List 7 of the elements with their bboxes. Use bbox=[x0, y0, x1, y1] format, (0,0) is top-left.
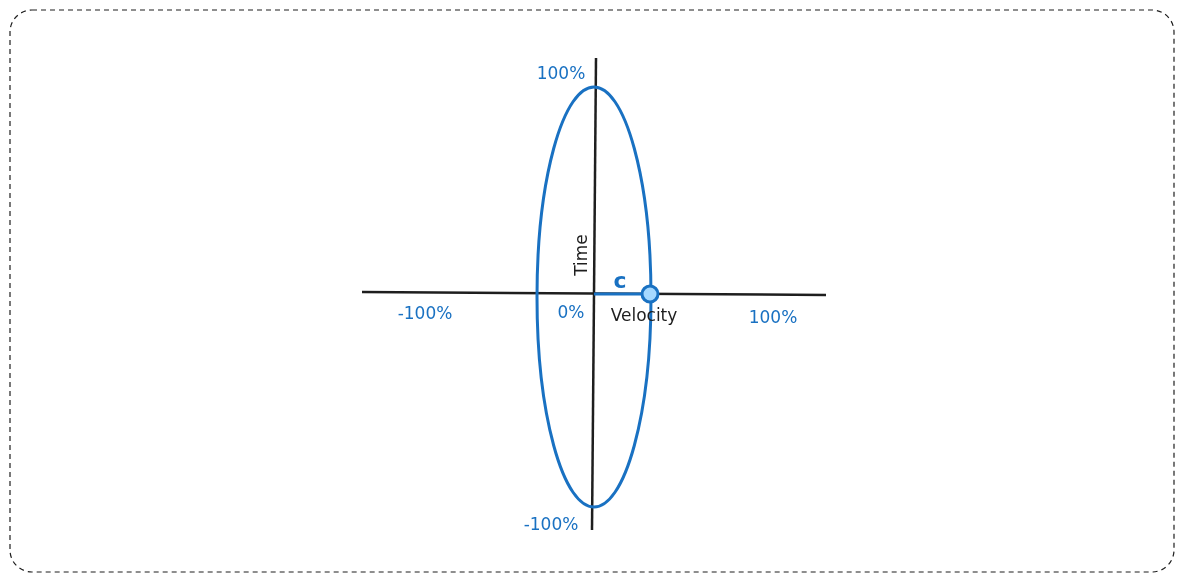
axis-value-label: -100% bbox=[523, 514, 579, 534]
axis-label: Time bbox=[571, 234, 591, 276]
axis-value-label: 0% bbox=[557, 302, 585, 322]
segment-label: c bbox=[613, 268, 627, 294]
axis-value-label: 100% bbox=[536, 63, 586, 83]
axis-value-label: 100% bbox=[748, 307, 798, 327]
axis-value-label: -100% bbox=[397, 303, 453, 323]
